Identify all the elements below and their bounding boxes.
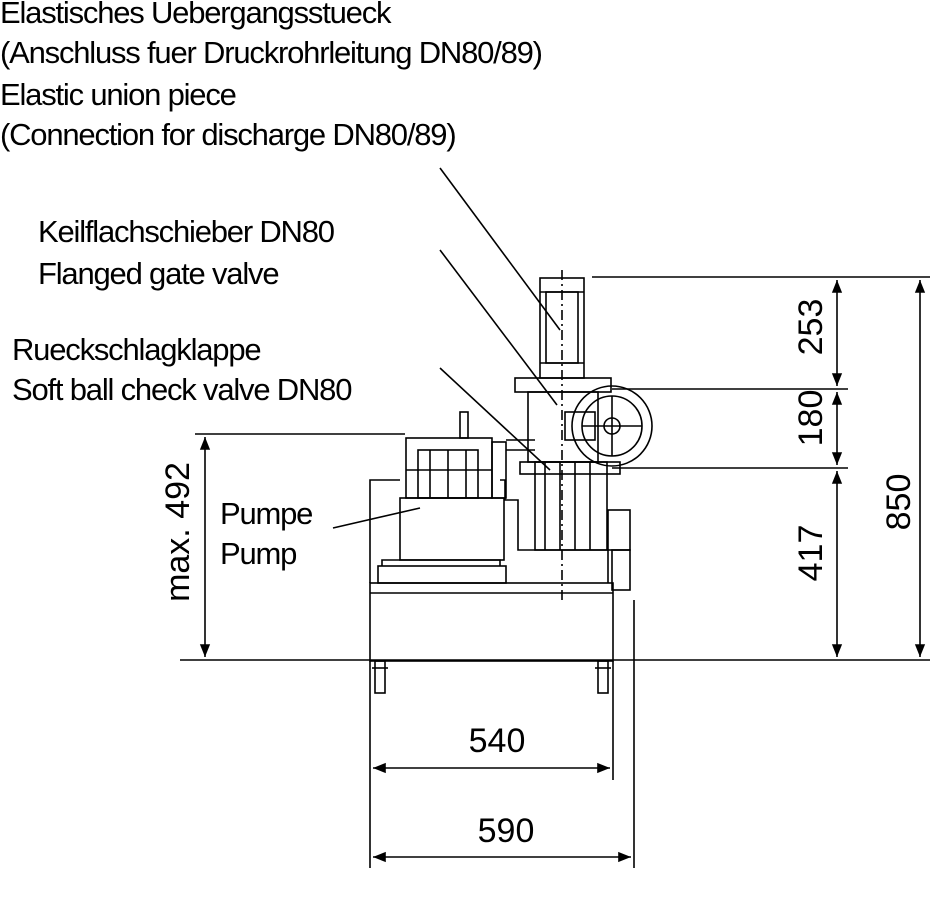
union-label-de-sub: (Anschluss fuer Druckrohrleitung DN80/89… [0,35,543,70]
union-leader-line [439,167,561,331]
check-valve-label-en: Soft ball check valve DN80 [12,372,352,407]
gate-valve-leader-line [439,249,558,406]
dimension-253: 253 [792,299,830,356]
pump-leader-line [332,507,421,529]
pump-label-de: Pumpe [220,496,313,531]
gate-valve-label-en: Flanged gate valve [38,256,280,291]
horizontal-dimensions [369,600,635,868]
dimension-max-492: max. 492 [159,462,197,602]
dimension-850: 850 [880,474,918,531]
vertical-dimensions [180,276,930,661]
elastic-union-piece [539,270,585,600]
dimension-590: 590 [478,812,535,850]
pump-label-en: Pump [220,536,297,571]
dimension-540: 540 [469,722,526,760]
check-valve-label-de: Rueckschlagklappe [12,332,262,367]
gate-valve-label-de: Keilflachschieber DN80 [38,214,335,249]
check-valve-leader-line [439,367,551,471]
union-label-de: Elastisches Uebergangsstueck [0,0,391,30]
dimension-417: 417 [792,525,830,582]
union-label-en-sub: (Connection for discharge DN80/89) [0,117,457,152]
dimension-180: 180 [792,390,830,447]
union-label-en: Elastic union piece [0,77,237,112]
tank-body [369,479,614,694]
pump-unit [399,411,507,561]
gate-valve [514,377,653,467]
